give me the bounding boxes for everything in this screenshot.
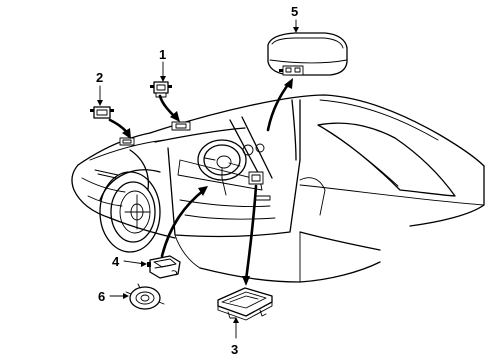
arrow-part5-to-steering bbox=[266, 78, 293, 132]
part-2-sensor bbox=[90, 106, 114, 119]
leader-6 bbox=[109, 293, 129, 299]
front-wheel bbox=[99, 169, 161, 253]
leader-5 bbox=[293, 19, 299, 33]
callout-1: 1 bbox=[159, 47, 166, 62]
part-4-module bbox=[147, 255, 181, 279]
part-3-control-unit bbox=[217, 287, 273, 321]
leader-4 bbox=[123, 260, 147, 267]
callout-3: 3 bbox=[231, 342, 238, 357]
callout-5: 5 bbox=[291, 4, 298, 19]
part-1-sensor bbox=[150, 81, 172, 98]
part-5-airbag-module bbox=[267, 32, 348, 76]
callout-2: 2 bbox=[96, 70, 103, 85]
arrow-part2-to-hood bbox=[108, 118, 131, 139]
steering-wheel bbox=[197, 139, 247, 196]
hood-sensor-left bbox=[119, 137, 135, 146]
arrow-part4-to-column bbox=[160, 186, 208, 258]
arrow-console-to-part3 bbox=[242, 184, 258, 286]
leader-1 bbox=[160, 61, 166, 82]
dash-gauge bbox=[242, 143, 265, 156]
console-unit bbox=[248, 171, 264, 185]
leader-3 bbox=[233, 317, 239, 339]
arrow-part1-to-hood bbox=[158, 94, 180, 122]
part-6-clockspring bbox=[125, 283, 165, 310]
car-body bbox=[71, 94, 485, 283]
hood-sensor-right bbox=[171, 121, 191, 131]
callout-4: 4 bbox=[112, 254, 120, 269]
callout-6: 6 bbox=[98, 289, 105, 304]
leader-2 bbox=[97, 85, 103, 106]
